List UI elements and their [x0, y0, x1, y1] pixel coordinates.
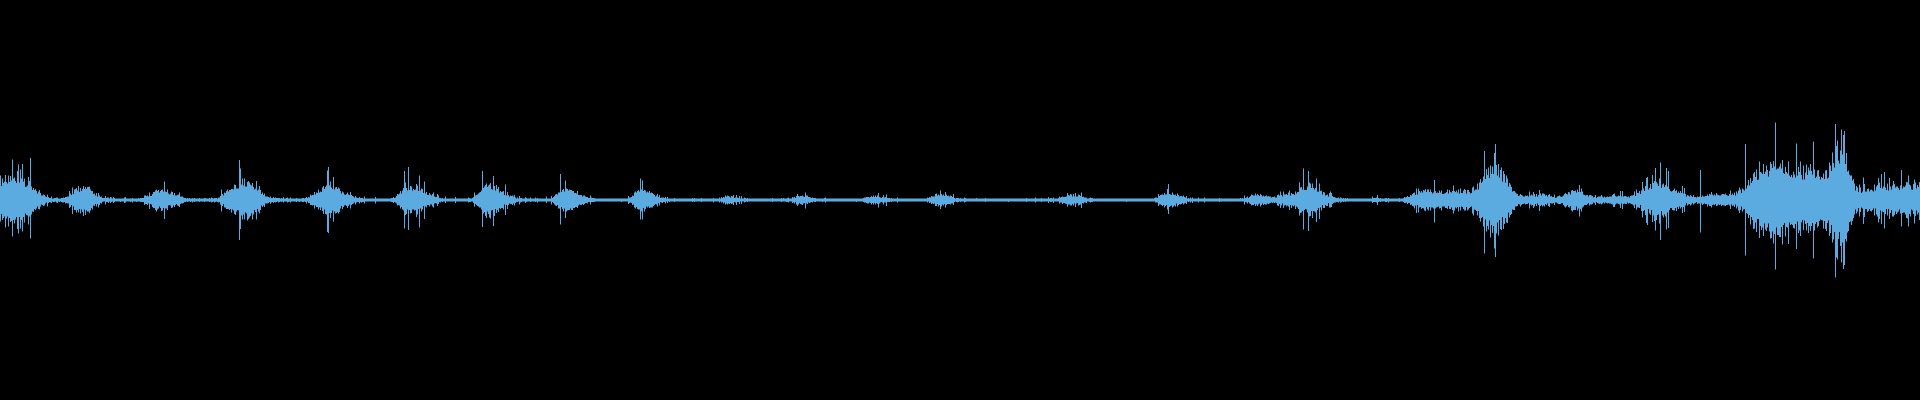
waveform-body [0, 122, 1920, 278]
